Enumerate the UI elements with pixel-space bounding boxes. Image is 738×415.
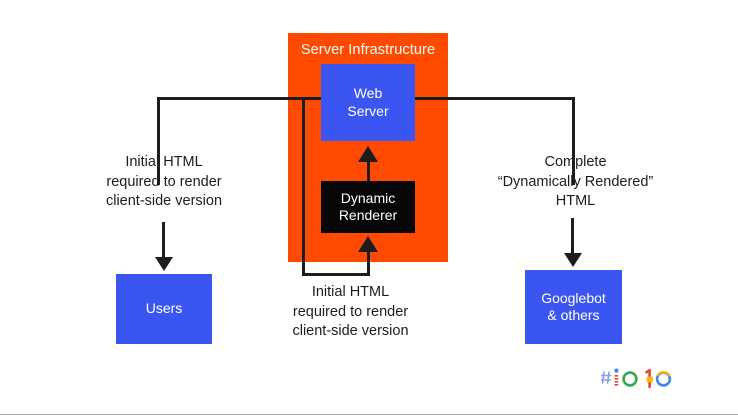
caption-initial-html-users: Initial HTML required to render client-s… <box>105 154 223 210</box>
caption-initial-html-renderer: Initial HTML required to render client-s… <box>292 284 409 340</box>
connector-loop-horizontal <box>302 273 370 276</box>
node-users: Users <box>116 274 212 344</box>
arrowhead-down-to-users-icon <box>155 257 173 271</box>
caption-complete-dynamically-rendered-html: Complete “Dynamically Rendered” HTML <box>497 154 654 210</box>
node-web-server: Web Server <box>321 64 415 141</box>
arrowhead-down-to-googlebot-icon <box>564 253 582 267</box>
connector-loop-left-vertical <box>302 97 305 276</box>
connector-webserver-to-users-horizontal <box>157 97 405 100</box>
connector-users-arrow-stem <box>162 222 165 260</box>
arrowhead-up-to-renderer-icon <box>358 236 378 252</box>
connector-renderer-to-webserver <box>367 152 370 182</box>
connector-loop-right-vertical <box>367 245 370 274</box>
connector-webserver-to-googlebot-vertical <box>572 97 575 185</box>
server-infrastructure-label: Server Infrastructure <box>300 42 436 58</box>
connector-webserver-to-googlebot-horizontal <box>415 97 575 100</box>
connector-webserver-to-users-vertical <box>157 97 160 185</box>
node-dynamic-renderer: Dynamic Renderer <box>321 181 415 233</box>
node-googlebot: Googlebot & others <box>525 270 622 344</box>
connector-googlebot-arrow-stem <box>571 218 574 256</box>
google-io-logo <box>600 362 683 392</box>
arrowhead-up-to-webserver-icon <box>358 146 378 162</box>
